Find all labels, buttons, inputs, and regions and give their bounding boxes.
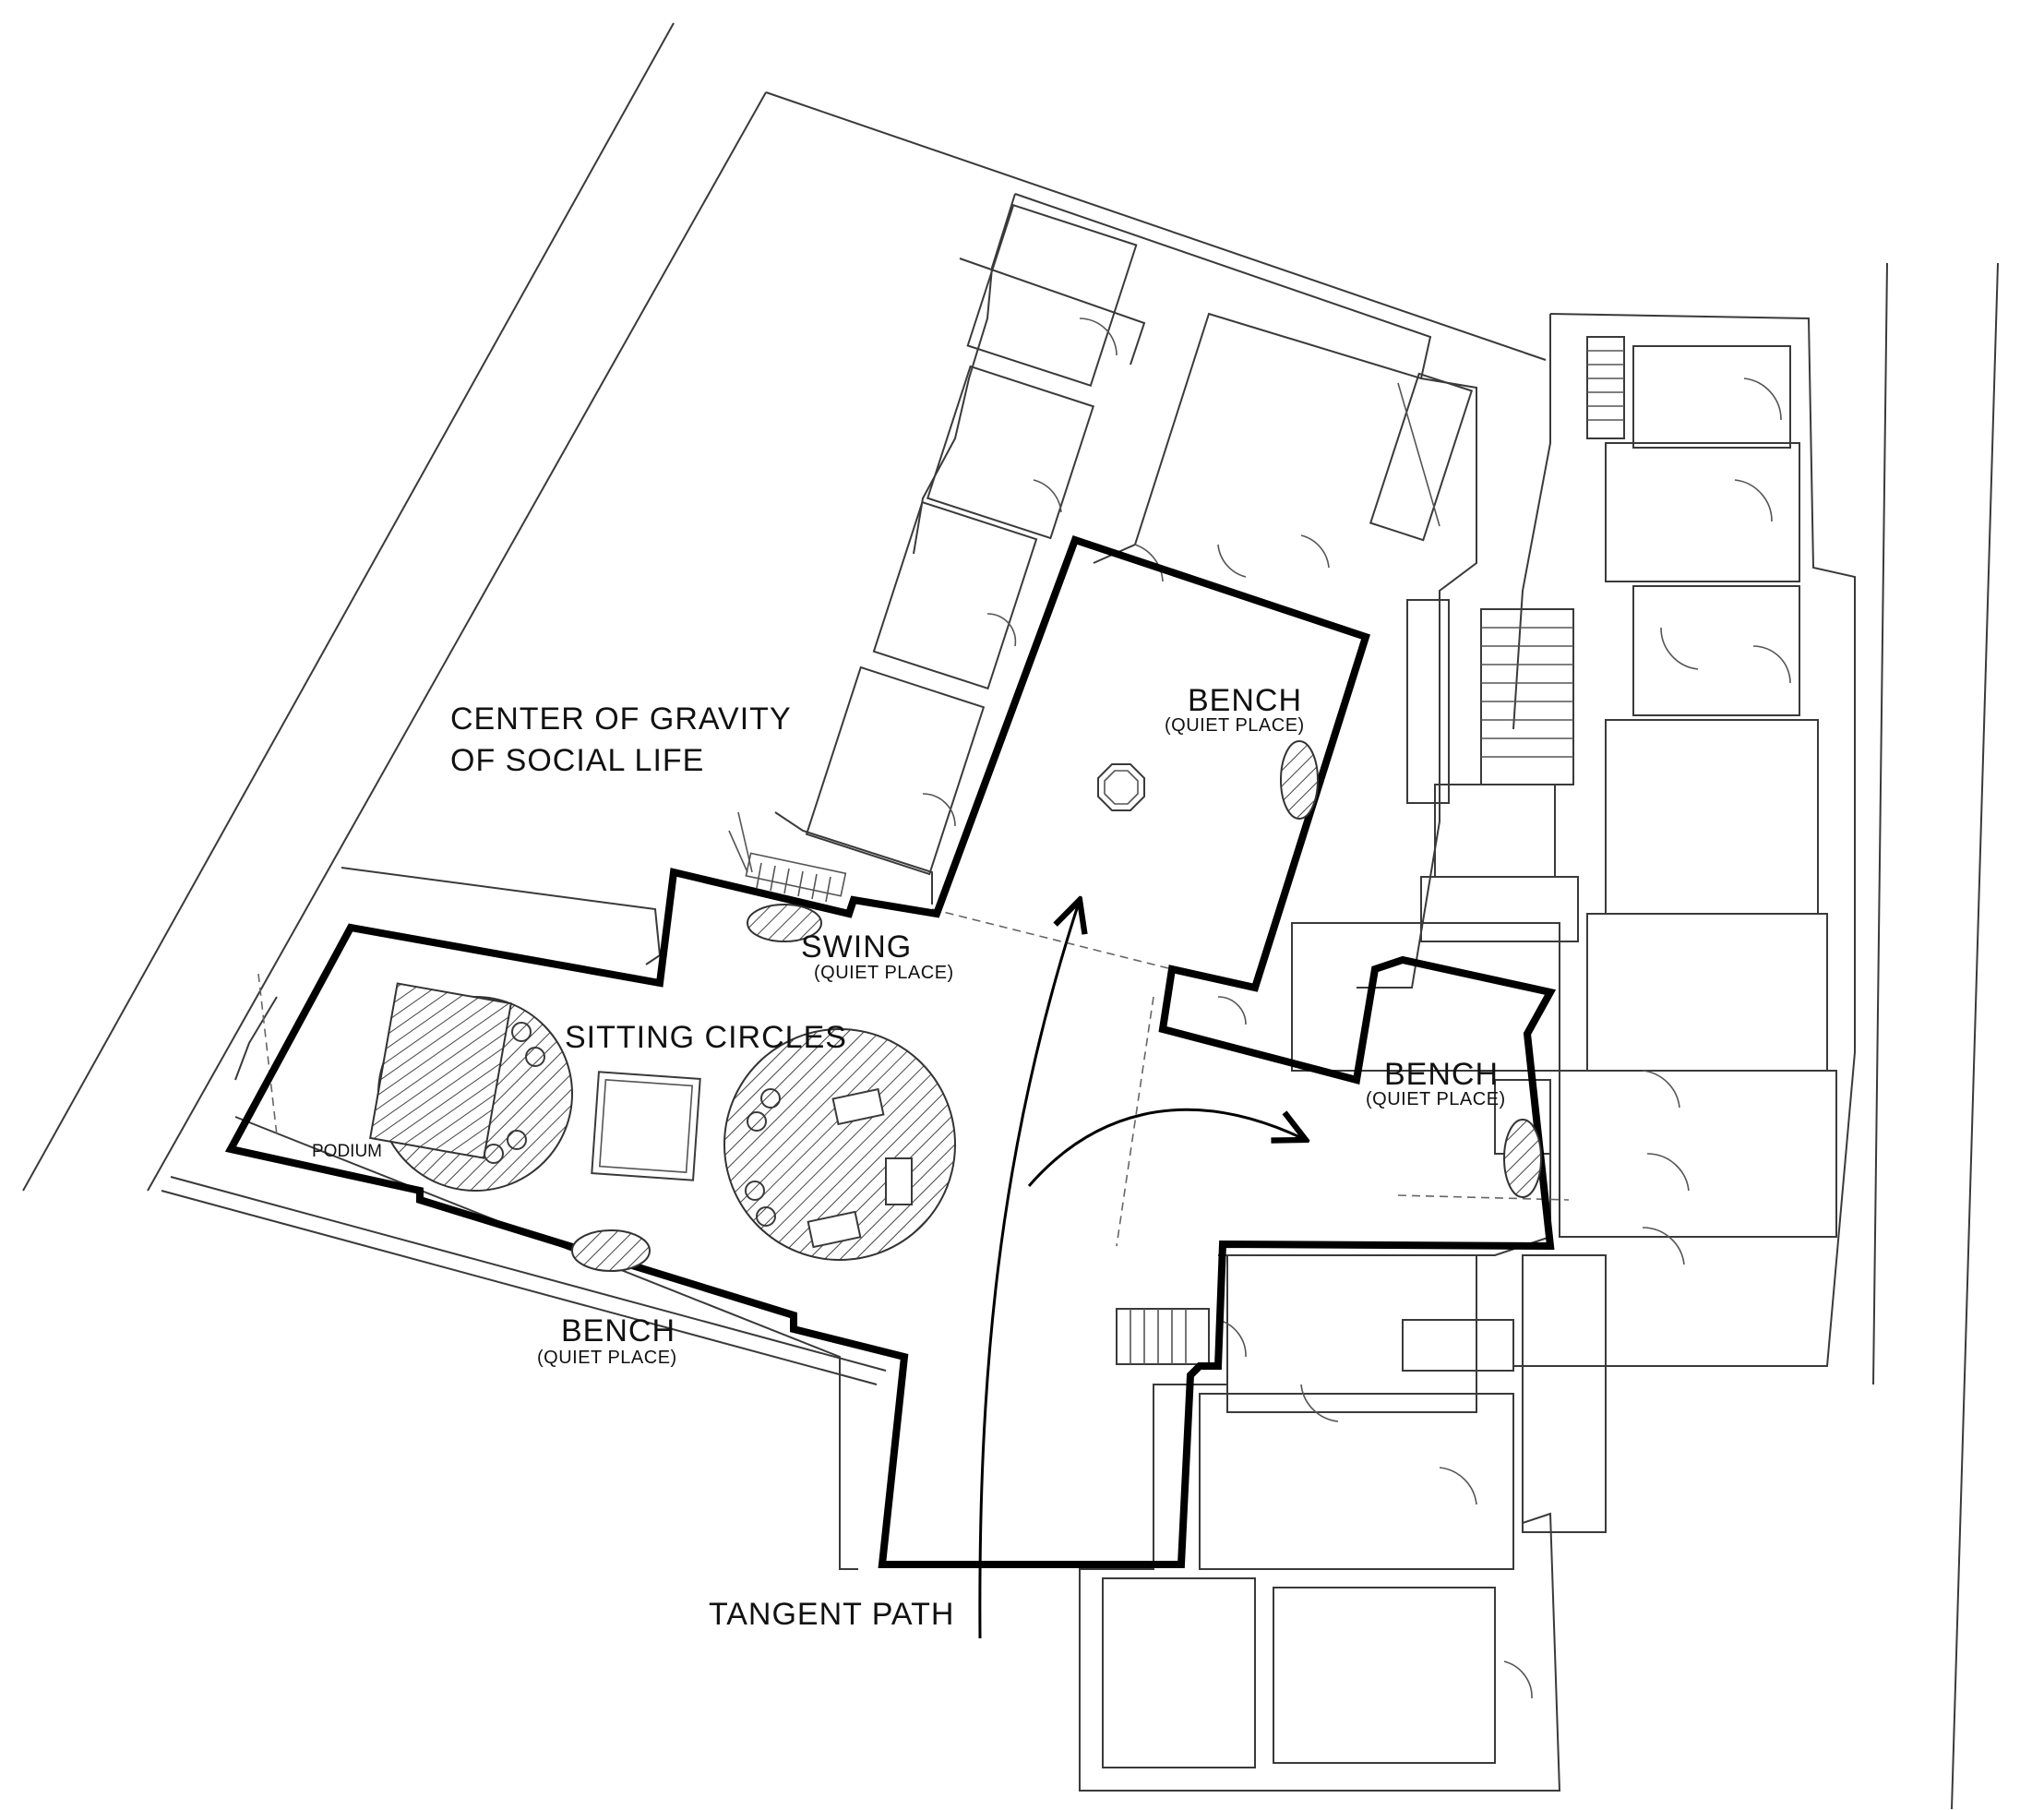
bench-top-mark — [1280, 740, 1319, 820]
label-bench-top-sub: (QUIET PLACE) — [1165, 715, 1305, 736]
swing-steps — [728, 811, 847, 903]
label-bench-bottom-sub: (QUIET PLACE) — [537, 1348, 677, 1368]
curved-path-arrow — [1027, 1108, 1306, 1187]
tangent-path-arrow — [978, 900, 1080, 1639]
label-swing-sub: (QUIET PLACE) — [814, 963, 954, 983]
label-bench-bottom: BENCH — [561, 1313, 675, 1349]
bench-right-mark — [1503, 1119, 1542, 1198]
street-lines — [22, 22, 1999, 1810]
label-center-gravity-2: OF SOCIAL LIFE — [450, 743, 704, 778]
label-sitting-circles: SITTING CIRCLES — [565, 1020, 847, 1055]
swing-mark — [747, 904, 822, 942]
dashed-paths — [257, 908, 1570, 1247]
label-tangent-path: TANGENT PATH — [709, 1597, 954, 1632]
label-bench-top: BENCH — [1188, 683, 1302, 718]
label-podium: PODIUM — [312, 1142, 382, 1161]
seating-furniture — [484, 1022, 913, 1249]
label-swing: SWING — [801, 929, 912, 965]
label-bench-right-sub: (QUIET PLACE) — [1366, 1089, 1506, 1109]
octagon-feature — [1097, 763, 1145, 811]
label-center-gravity-1: CENTER OF GRAVITY — [450, 701, 792, 737]
bench-bottom-mark — [571, 1229, 651, 1272]
podium — [369, 982, 512, 1159]
label-bench-right: BENCH — [1384, 1057, 1499, 1092]
door-swings — [922, 318, 1791, 1699]
building-walls — [234, 193, 1856, 1792]
plaza-boundary — [224, 534, 1557, 1568]
central-square — [591, 1071, 701, 1181]
